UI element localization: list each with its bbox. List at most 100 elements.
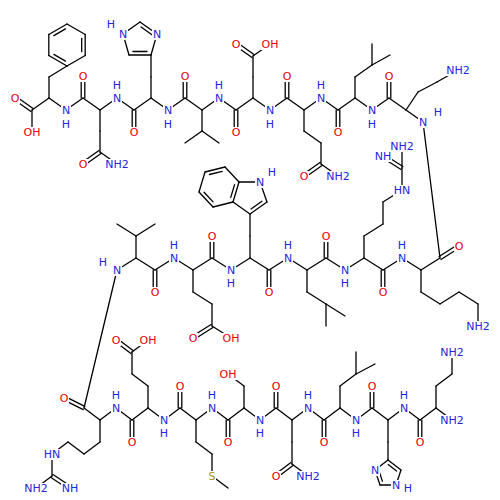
atom-site: N	[61, 105, 71, 116]
atom-label: O	[180, 71, 191, 82]
atom-label: N	[118, 29, 128, 40]
atom-label: O	[319, 437, 330, 448]
atom-label: O	[207, 231, 218, 242]
atom-site: N	[169, 253, 179, 264]
bond	[141, 27, 152, 35]
atom-label: O	[111, 335, 122, 346]
atom-label: NH2	[23, 483, 49, 494]
bond	[420, 270, 421, 292]
atom-site: O	[180, 71, 191, 82]
bond	[150, 55, 151, 77]
bond	[136, 224, 155, 236]
bond	[193, 258, 212, 270]
bond	[132, 408, 148, 420]
bond	[209, 171, 222, 174]
atom-site: O	[78, 71, 89, 82]
atom-site: N	[283, 253, 293, 264]
atom-site: O	[188, 333, 199, 344]
bond	[307, 292, 326, 304]
atom-label: O	[282, 71, 293, 82]
atom-site: N	[226, 265, 236, 276]
atom-label: O	[127, 437, 138, 448]
atom-site: H	[61, 119, 71, 130]
atom-label: OH	[222, 333, 241, 344]
atom-label: NH2	[445, 65, 471, 76]
atom-site: N	[397, 253, 407, 264]
atom-site: O	[231, 39, 242, 50]
atom-label: NH	[374, 151, 393, 162]
atom-label: HN	[43, 449, 62, 460]
bond	[180, 408, 196, 420]
atom-label: O	[223, 437, 234, 448]
atom-site: O	[384, 71, 395, 82]
bond	[213, 202, 233, 207]
atom-site: H	[340, 278, 350, 289]
bond	[418, 82, 437, 92]
atom-site: N	[214, 93, 224, 104]
atom-site: OH	[222, 333, 241, 344]
atom-label: S	[208, 471, 217, 482]
atom-site: O	[264, 287, 275, 298]
atom-label: H	[340, 278, 350, 289]
atom-site: H	[255, 428, 265, 439]
atom-label: N	[112, 265, 122, 276]
atom-label: H	[159, 428, 169, 439]
atom-label: N	[397, 253, 407, 264]
bond	[354, 77, 355, 98]
atom-site: H	[403, 483, 413, 494]
bond	[372, 408, 388, 420]
bond	[32, 98, 49, 110]
atom-label: N	[152, 29, 162, 40]
atom-site: OH	[139, 335, 158, 346]
atom-site: O	[127, 437, 138, 448]
bond	[291, 420, 292, 442]
atom-site: N	[265, 105, 275, 116]
atom-label: H	[367, 119, 377, 130]
atom-label: H	[61, 119, 71, 130]
atom-label: O	[10, 93, 21, 104]
atom-label: O	[299, 171, 310, 182]
bond	[99, 110, 100, 131]
atom-site: N	[418, 117, 428, 128]
bond	[199, 192, 213, 207]
atom-label: H	[283, 240, 293, 251]
atom-label: H	[207, 390, 217, 401]
atom-label: O	[415, 437, 426, 448]
bond	[372, 55, 390, 65]
atom-site: HN	[393, 185, 412, 196]
bond	[306, 270, 307, 292]
atom-site: O	[299, 171, 310, 182]
bond	[99, 420, 100, 442]
atom-label: N	[340, 265, 350, 276]
bond	[81, 38, 82, 51]
atom-label: H	[106, 19, 116, 30]
atom-site: O	[319, 437, 330, 448]
bond	[251, 201, 262, 209]
bond	[355, 352, 356, 374]
bond	[364, 224, 383, 236]
bond	[340, 374, 356, 386]
atom-label: N	[226, 265, 236, 276]
bond	[185, 98, 202, 110]
bond	[131, 352, 132, 374]
bond	[304, 131, 321, 143]
atom-site: O	[271, 471, 282, 482]
atom-site: N	[340, 265, 350, 276]
atom-label: H	[397, 240, 407, 251]
atom-label: O	[231, 39, 242, 50]
atom-label: OH	[139, 335, 158, 346]
atom-label: OH	[23, 127, 42, 138]
atom-site: N	[207, 403, 217, 414]
atom-label: NH2	[465, 321, 491, 332]
atom-site: H	[265, 119, 275, 130]
bond	[185, 131, 202, 143]
atom-site: N	[255, 415, 265, 426]
atom-site: O	[231, 127, 242, 138]
atom-label: OH	[219, 369, 238, 380]
bond	[339, 386, 340, 408]
atom-site: O	[223, 437, 234, 448]
atom-label: N	[418, 117, 428, 128]
atom-site: O	[367, 381, 378, 392]
